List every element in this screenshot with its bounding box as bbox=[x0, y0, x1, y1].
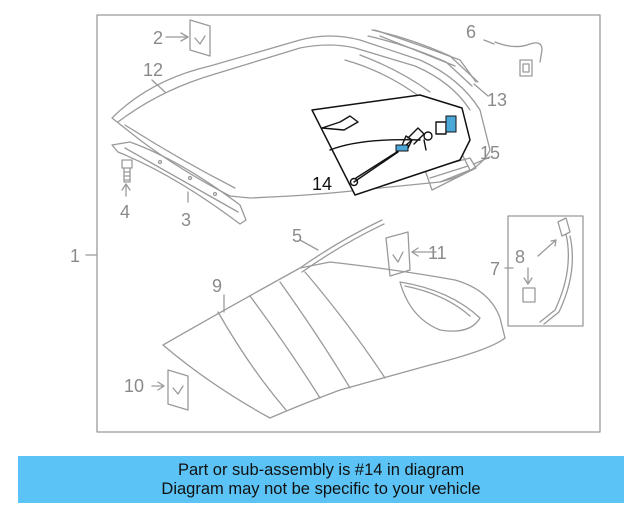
info-banner: Part or sub-assembly is #14 in diagram D… bbox=[18, 456, 624, 503]
banner-line-1: Part or sub-assembly is #14 in diagram bbox=[177, 460, 465, 479]
callout-3: 3 bbox=[181, 210, 191, 230]
weather-strip-part-5 bbox=[299, 219, 385, 273]
connector-part-6 bbox=[494, 41, 543, 77]
bolt-part-4 bbox=[121, 159, 133, 183]
callout-7: 7 bbox=[490, 259, 500, 279]
callout-11: 11 bbox=[428, 243, 447, 263]
callout-15: 15 bbox=[480, 143, 500, 163]
roof-panel-part-12 bbox=[111, 29, 491, 199]
callout-14: 14 bbox=[312, 174, 332, 194]
callout-12: 12 bbox=[143, 60, 163, 80]
side-rail-part-3 bbox=[111, 141, 247, 225]
window-seal-part-13 bbox=[367, 29, 479, 87]
soft-top-part-9 bbox=[162, 261, 506, 419]
callout-13: 13 bbox=[487, 90, 507, 110]
clip-part-10 bbox=[167, 369, 189, 411]
callout-1: 1 bbox=[70, 246, 80, 266]
parts-diagram: 1 2 3 4 5 6 7 8 9 10 11 12 13 14 15 bbox=[70, 14, 601, 433]
clip-part-11 bbox=[385, 231, 411, 277]
callout-8: 8 bbox=[515, 247, 525, 267]
clip-part-2 bbox=[189, 19, 211, 57]
seal-part-8 bbox=[522, 217, 573, 325]
highlight-panel-part-14 bbox=[311, 94, 471, 196]
callout-9: 9 bbox=[212, 276, 222, 296]
diagram-frame bbox=[96, 14, 601, 433]
callout-4: 4 bbox=[120, 202, 130, 222]
callout-5: 5 bbox=[292, 226, 302, 246]
leader-lines bbox=[85, 32, 557, 391]
part-7-inset-box bbox=[507, 215, 584, 327]
callout-6: 6 bbox=[466, 22, 476, 42]
callout-10: 10 bbox=[124, 376, 144, 396]
callout-2: 2 bbox=[153, 28, 163, 48]
banner-line-2: Diagram may not be specific to your vehi… bbox=[161, 479, 481, 498]
